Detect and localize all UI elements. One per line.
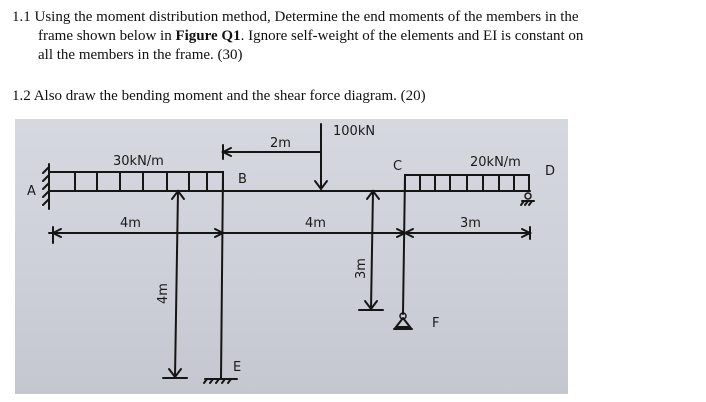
dimension-cd: 3m xyxy=(460,216,481,231)
point-load-label: 100kN xyxy=(333,124,375,139)
dimension-bc: 4m xyxy=(305,216,326,231)
question-text: Also draw the bending moment and the she… xyxy=(33,88,426,104)
udl-ab-label: 30kN/m xyxy=(113,154,164,169)
dimension-b-to-load: 2m xyxy=(270,136,291,151)
node-label-f: F xyxy=(432,316,439,331)
question-1-2: 1.2 Also draw the bending moment and the… xyxy=(12,87,426,106)
column-cf xyxy=(402,174,406,315)
dimension-be: 4m xyxy=(156,283,171,304)
dimension-ab: 4m xyxy=(120,216,141,231)
figure-q1-frame-photo: A 30kN/m B 2m 100kN C xyxy=(15,119,568,394)
dimension-line-vertical-cf xyxy=(370,190,374,310)
dimension-cf: 3m xyxy=(354,258,369,279)
node-label-e: E xyxy=(233,360,241,375)
dimension-line-vertical-be xyxy=(174,190,179,378)
question-number: 1.2 xyxy=(12,88,31,104)
node-label-c: C xyxy=(393,159,402,174)
figure-reference: Figure Q1 xyxy=(175,28,241,44)
question-text-line1: Using the moment distribution method, De… xyxy=(34,9,579,25)
fixed-support-e-icon xyxy=(203,378,238,384)
node-label-a: A xyxy=(27,184,36,199)
question-text-line2: frame shown below in Figure Q1. Ignore s… xyxy=(38,28,584,44)
udl-cd-icon xyxy=(404,174,530,192)
pin-support-f-icon xyxy=(393,312,413,330)
question-number: 1.1 xyxy=(12,9,31,25)
udl-cd-label: 20kN/m xyxy=(470,155,521,170)
roller-support-d-icon xyxy=(520,192,535,206)
question-1-1: 1.1 Using the moment distribution method… xyxy=(12,8,652,65)
node-label-b: B xyxy=(238,172,247,187)
column-be xyxy=(220,171,224,380)
question-text-line3: all the members in the frame. (30) xyxy=(38,47,243,63)
node-label-d: D xyxy=(545,164,555,179)
udl-ab-icon xyxy=(48,171,224,192)
